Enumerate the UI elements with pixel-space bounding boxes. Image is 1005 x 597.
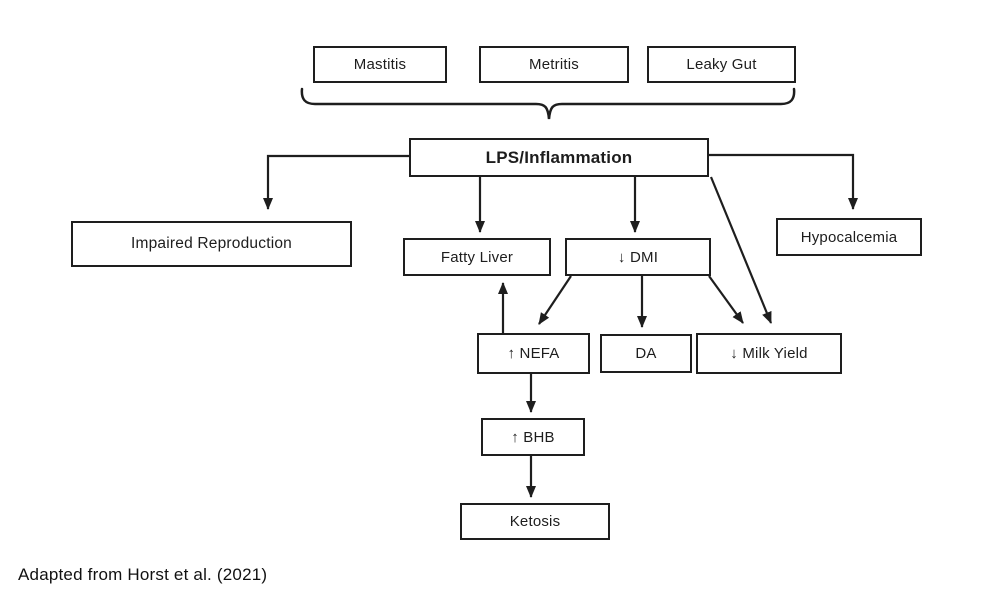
edge-lps-to-milk-yield [709, 176, 773, 324]
node-lps-inflammation: LPS/Inflammation [409, 138, 709, 177]
node-mastitis: Mastitis [313, 46, 447, 83]
node-fatty-liver: Fatty Liver [403, 238, 551, 276]
node-bhb: ↑ BHB [481, 418, 585, 456]
edge-lps-to-hypocalcemia [709, 153, 858, 210]
node-da: DA [600, 334, 692, 373]
node-impaired-reproduction: Impaired Reproduction [71, 221, 352, 267]
node-dmi: ↓ DMI [565, 238, 711, 276]
node-nefa: ↑ NEFA [477, 333, 590, 374]
edge-dmi-to-milk-yield [708, 275, 744, 324]
brace-connector [300, 87, 796, 120]
node-hypocalcemia: Hypocalcemia [776, 218, 922, 256]
node-ketosis: Ketosis [460, 503, 610, 540]
node-leaky-gut: Leaky Gut [647, 46, 796, 83]
source-attribution: Adapted from Horst et al. (2021) [18, 565, 268, 584]
edge-lps-to-impaired-reproduction [263, 154, 409, 210]
node-milk-yield: ↓ Milk Yield [696, 333, 842, 374]
edge-dmi-to-nefa [538, 275, 572, 325]
node-metritis: Metritis [479, 46, 629, 83]
